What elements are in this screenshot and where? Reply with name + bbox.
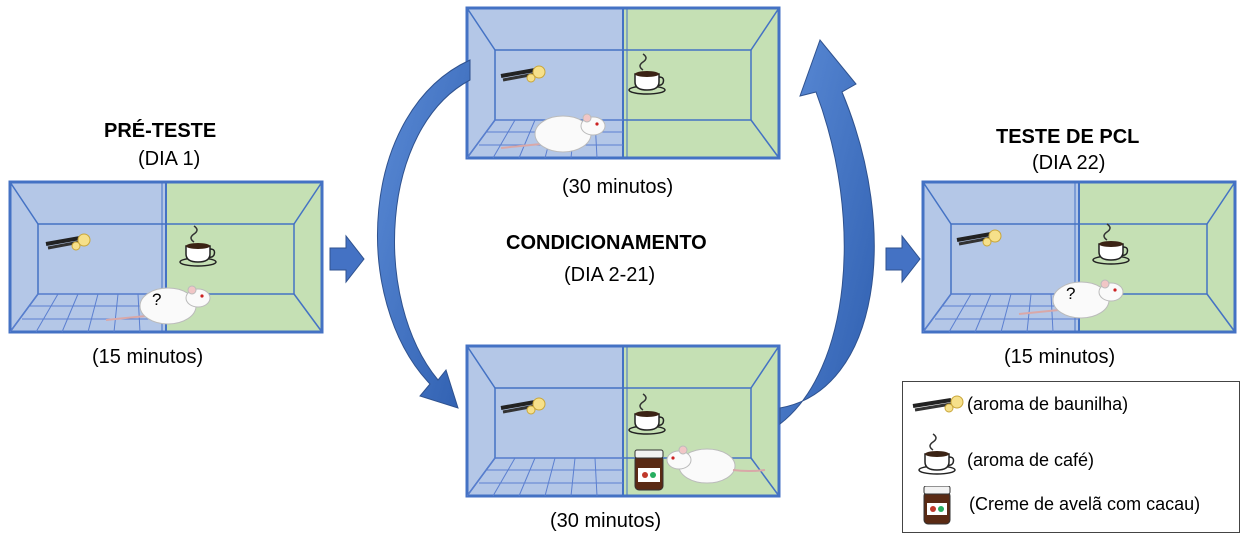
- legend: (aroma de baunilha) (aroma de café) (Cre…: [902, 381, 1240, 533]
- vanilla-icon: [45, 233, 91, 251]
- coffee-icon: [628, 53, 666, 95]
- vanilla-icon: [500, 65, 546, 83]
- conditioning-chamber-top: [465, 6, 781, 160]
- pretest-title: PRÉ-TESTE: [104, 120, 217, 142]
- coffee-icon: [918, 433, 956, 475]
- pretest-day: (DIA 1): [138, 148, 201, 170]
- legend-hazelnut-label: (Creme de avelã com cacau): [969, 494, 1201, 514]
- curved-arrow-up-icon: [779, 38, 875, 426]
- arrow-right-icon: [329, 234, 365, 284]
- coffee-icon: [1092, 223, 1130, 265]
- conditioning-bottom-duration: (30 minutos): [550, 510, 662, 532]
- coffee-icon: [179, 225, 217, 267]
- pcl-test-day: (DIA 22): [1032, 152, 1106, 174]
- rat-icon: [500, 113, 606, 153]
- rat-icon: [666, 445, 766, 484]
- conditioning-top-duration: (30 minutos): [562, 176, 674, 198]
- pretest-duration: (15 minutos): [92, 346, 204, 368]
- vanilla-icon: [912, 395, 964, 413]
- pcl-test-title: TESTE DE PCL: [996, 126, 1140, 148]
- pcl-test-chamber: [921, 180, 1237, 334]
- rat-icon: [1018, 279, 1124, 319]
- question-mark: ?: [1066, 284, 1076, 303]
- coffee-icon: [628, 393, 666, 435]
- pretest-chamber: [8, 180, 324, 334]
- question-mark: ?: [152, 290, 162, 309]
- arrow-right-icon: [885, 234, 921, 284]
- vanilla-icon: [500, 397, 546, 415]
- vanilla-icon: [956, 229, 1002, 247]
- legend-coffee-label: (aroma de café): [967, 450, 1095, 470]
- pcl-test-duration: (15 minutos): [1004, 346, 1116, 368]
- hazelnut-jar-icon: [923, 486, 951, 525]
- conditioning-title: CONDICIONAMENTO: [506, 232, 707, 254]
- floor-grid: [466, 457, 623, 497]
- rat-icon: [105, 285, 211, 325]
- hazelnut-jar-icon: [634, 449, 664, 491]
- conditioning-chamber-bottom: [465, 344, 781, 498]
- conditioning-day: (DIA 2-21): [564, 264, 656, 286]
- legend-vanilla-label: (aroma de baunilha): [967, 394, 1129, 414]
- curved-arrow-down-icon: [377, 59, 471, 409]
